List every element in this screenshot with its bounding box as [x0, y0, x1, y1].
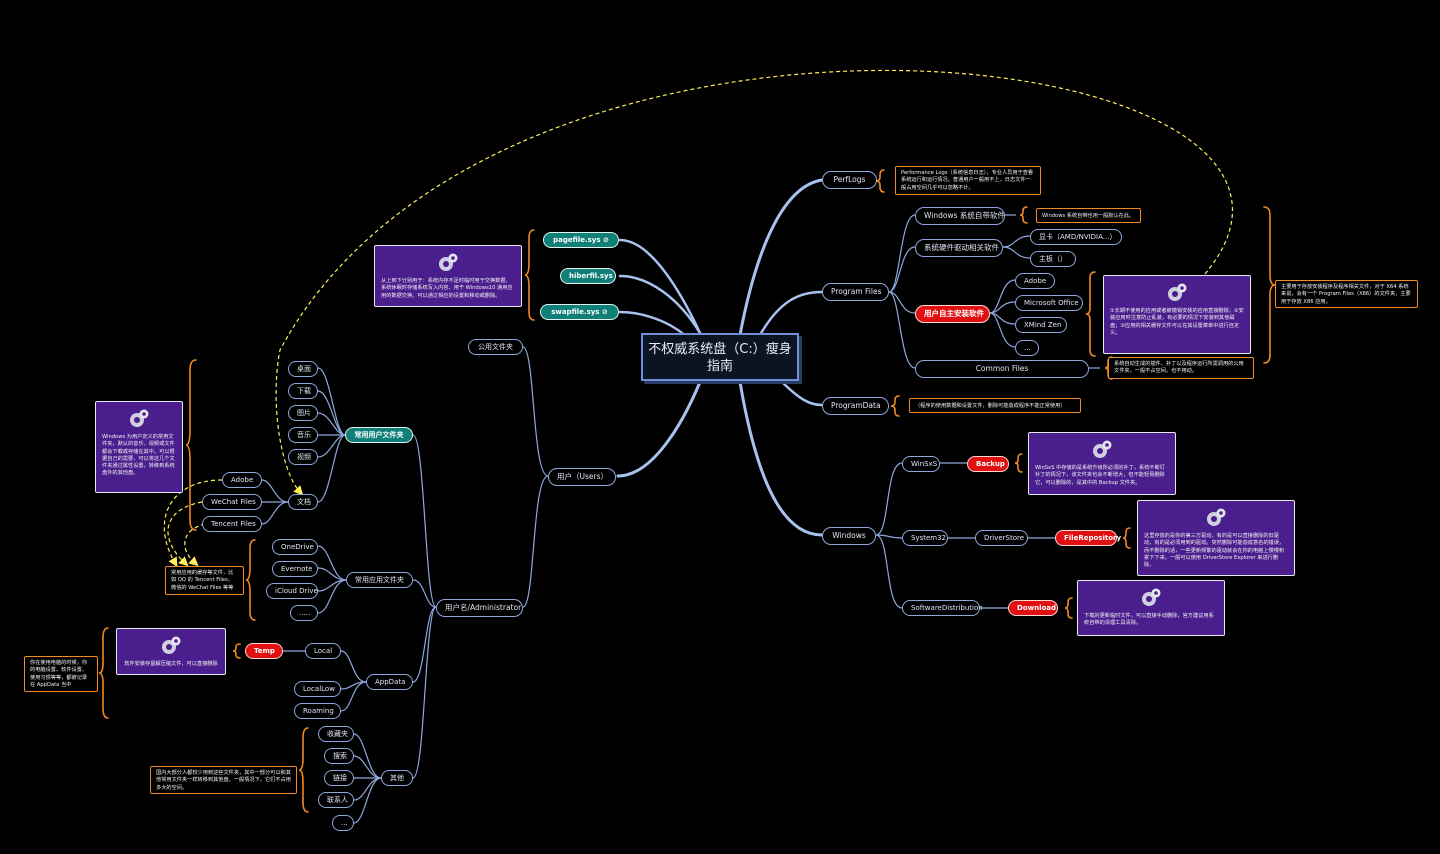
node-icloud[interactable]: iCloud Drive: [266, 583, 318, 599]
node-roaming[interactable]: Roaming: [294, 703, 341, 719]
node-favorites[interactable]: 收藏夹: [318, 726, 354, 742]
node-public[interactable]: 公用文件夹: [468, 339, 523, 355]
node-downloads[interactable]: 下载: [288, 383, 318, 399]
node-onedrive[interactable]: OneDrive: [272, 539, 318, 555]
card-user-folders: Windows 为用户定义的常用文件夹，默认的音乐、视频或文件都会下载或存储在其…: [95, 401, 183, 493]
node-evernote[interactable]: Evernote: [272, 561, 318, 577]
node-search[interactable]: 搜索: [324, 748, 354, 764]
node-appdata[interactable]: AppData: [366, 674, 413, 690]
node-common-user-folders[interactable]: 常用用户文件夹: [345, 427, 413, 443]
node-local[interactable]: Local: [305, 643, 341, 659]
node-common-files[interactable]: Common Files: [915, 360, 1089, 378]
card-filerepository: 这里存放的是你的第三方驱动，有的是可以直接删除的旧驱动，有的是必须用到的驱动。突…: [1137, 500, 1295, 576]
gears-icon: [1093, 440, 1112, 458]
card-download: 下载的更新临时文件，可以直接手动删除，官方建议用系统自带的清理工具清除。: [1077, 580, 1225, 636]
node-app-more[interactable]: .....: [290, 605, 318, 621]
node-music[interactable]: 音乐: [288, 427, 318, 443]
gears-icon: [1207, 508, 1226, 526]
note-common-files: 系统自动生成的插件、补丁以及程序运行所需调用的公用文件夹，一般不占空间，也不用动…: [1108, 357, 1254, 379]
node-winsxs[interactable]: WinSxS: [902, 456, 940, 472]
note-documents: 常用应用的缓存等文件，比如 QQ 的 Tencent Files，微信的 WeC…: [165, 566, 244, 595]
node-filerepository[interactable]: FileRepository: [1055, 530, 1121, 546]
node-links[interactable]: 链接: [324, 770, 354, 786]
node-win-builtin[interactable]: Windows 系统自带软件: [915, 207, 1005, 225]
node-driverstore[interactable]: DriverStore: [975, 530, 1028, 546]
node-pagefile[interactable]: pagefile.sys ⊘: [543, 232, 619, 248]
node-common-app-folders[interactable]: 常用应用文件夹: [346, 572, 413, 588]
card-user-soft: ①长期不使用的应用或者被撤销安装的应用直接删除；②安装应用时注意防止乱装，有必要…: [1103, 275, 1251, 354]
note-other: 国内大部分人都较少用到这些文件夹，其中一部分可以和其他常用文件夹一样转移到其他盘…: [150, 766, 297, 794]
note-program-files: 主要用于存放安装程序及程序相关文件，对于 X64 系统来说，会有一个 Progr…: [1275, 280, 1418, 308]
node-mobo[interactable]: 主板（）: [1030, 251, 1076, 267]
node-adobe-pf[interactable]: Adobe: [1015, 273, 1055, 289]
node-windows[interactable]: Windows: [822, 527, 876, 545]
card-temp: 软件安装存留解压缩文件，可以直接删除: [116, 628, 226, 675]
card-backup: WinSxS 中存储的是系统升级所必须的补丁，系统不断打补丁的情况下，该文件夹也…: [1028, 432, 1176, 495]
node-hiberfil[interactable]: hiberfil.sys: [560, 268, 616, 284]
gears-icon: [439, 253, 458, 271]
node-desktop[interactable]: 桌面: [288, 361, 318, 377]
node-adobe-doc[interactable]: Adobe: [222, 472, 262, 488]
node-gpu[interactable]: 显卡（AMD/NVIDIA...）: [1030, 229, 1122, 245]
card-sys-files: 从上到下分别用于：系统内存不足时临时用于交换数据、系统休眠时存储系统写入内容、用…: [374, 245, 522, 307]
link-icon: ⊘: [602, 236, 609, 244]
node-program-files[interactable]: Program Files: [822, 283, 889, 301]
node-softwaredistribution[interactable]: SoftwareDistribution: [902, 600, 983, 616]
node-user-soft[interactable]: 用户自主安装软件: [915, 305, 990, 323]
node-pictures[interactable]: 图片: [288, 405, 318, 421]
node-programdata[interactable]: ProgramData: [822, 397, 889, 415]
node-contacts[interactable]: 联系人: [318, 792, 354, 808]
node-other-more[interactable]: ...: [332, 815, 354, 831]
node-driver-soft[interactable]: 系统硬件驱动相关软件: [915, 239, 1003, 257]
node-documents[interactable]: 文档: [288, 494, 318, 510]
node-videos[interactable]: 视频: [288, 449, 318, 465]
link-icon: ⊘: [601, 308, 608, 316]
node-backup[interactable]: Backup: [967, 456, 1009, 472]
node-swapfile[interactable]: swapfile.sys ⊘: [540, 304, 619, 320]
node-download[interactable]: Download: [1008, 600, 1058, 616]
gears-icon: [1168, 283, 1187, 301]
root-topic[interactable]: 不权威系统盘（C:）瘦身指南: [641, 333, 799, 381]
node-temp[interactable]: Temp: [245, 643, 283, 659]
gears-icon: [162, 636, 181, 654]
node-locallow[interactable]: LocalLow: [294, 681, 341, 697]
node-perflogs[interactable]: PerfLogs: [822, 171, 877, 189]
note-perflogs: Performance Logs（系统信息日志），专业人员用于查看系统运行和运行…: [895, 166, 1041, 195]
node-system32[interactable]: System32: [902, 530, 948, 546]
node-other[interactable]: 其他: [381, 770, 413, 786]
gears-icon: [130, 409, 149, 427]
node-users[interactable]: 用户（Users）: [548, 468, 616, 486]
note-win-builtin: Windows 系统自带也用一般默认在此。: [1036, 208, 1141, 223]
node-pf-more[interactable]: ...: [1015, 340, 1039, 356]
node-admin[interactable]: 用户名/Administrator: [436, 599, 523, 617]
node-wechat-files[interactable]: WeChat Files: [202, 494, 262, 510]
node-xmind[interactable]: XMind Zen: [1015, 317, 1067, 333]
node-ms-office[interactable]: Microsoft Office: [1015, 295, 1083, 311]
note-programdata: （程序的使用数据和设置文件，删除可能造成程序不能正常使用）: [909, 398, 1081, 413]
node-tencent-files[interactable]: Tencent Files: [202, 516, 262, 532]
note-appdata: 你在使用电脑的时候，你的电脑设置、软件设置、使用习惯等等，都被记录在 AppDa…: [24, 656, 98, 692]
gears-icon: [1142, 588, 1161, 606]
